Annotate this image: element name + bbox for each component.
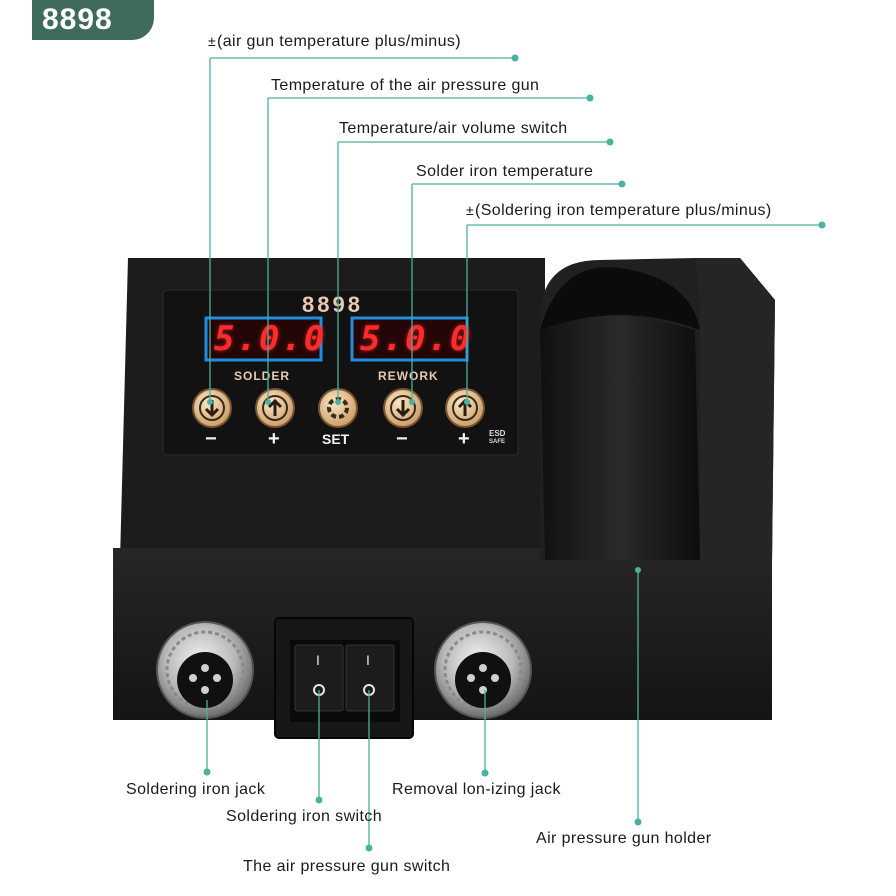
callout-gun-holder: Air pressure gun holder	[536, 830, 712, 847]
esd-safe-mark: ESD SAFE	[489, 430, 505, 446]
soldering-iron-switch[interactable]	[294, 644, 344, 712]
callout-text: (air gun temperature plus/minus)	[217, 33, 462, 50]
gun-holder-opening	[540, 267, 700, 330]
callout-air-gun-temperature: Temperature of the air pressure gun	[271, 77, 540, 94]
arrow-down-icon	[395, 400, 411, 418]
switch-on-mark-right: I	[366, 652, 370, 668]
solder-minus-button[interactable]	[192, 388, 232, 428]
plus-minus-icon: ±	[465, 202, 475, 219]
rework-plus-button[interactable]	[445, 388, 485, 428]
solder-plus-label: +	[268, 428, 280, 450]
callout-removal-jack: Removal lon-izing jack	[392, 781, 561, 798]
solder-display-frame	[204, 316, 323, 362]
arrow-up-icon	[267, 398, 283, 416]
solder-label: SOLDER	[234, 369, 291, 383]
esd-text: ESD	[489, 429, 506, 438]
rework-minus-label: −	[396, 428, 408, 450]
solder-minus-label: −	[205, 428, 217, 450]
soldering-iron-jack[interactable]	[156, 621, 254, 719]
set-label: SET	[322, 431, 350, 447]
solder-plus-button[interactable]	[255, 388, 295, 428]
rework-plus-label: +	[458, 428, 470, 450]
safe-text: SAFE	[489, 439, 506, 445]
product-badge: 8898	[32, 0, 154, 40]
solder-temperature-display: 5.0.0	[214, 319, 327, 359]
callout-temperature-switch: Temperature/air volume switch	[339, 120, 568, 137]
callout-air-gun-switch: The air pressure gun switch	[243, 858, 451, 875]
rework-display-frame	[350, 316, 469, 362]
callout-soldering-iron-jack: Soldering iron jack	[126, 781, 266, 798]
gun-holder-cup	[540, 315, 700, 560]
callout-solder-plus-minus: ±(Soldering iron temperature plus/minus)	[465, 202, 772, 220]
callout-air-gun-plus-minus: ±(air gun temperature plus/minus)	[207, 33, 461, 51]
callout-text: (Soldering iron temperature plus/minus)	[475, 202, 772, 219]
callout-solder-temperature: Solder iron temperature	[416, 163, 594, 180]
air-gun-switch[interactable]	[345, 644, 395, 712]
panel-brand: 8898	[302, 292, 363, 317]
callout-soldering-iron-switch: Soldering iron switch	[226, 808, 383, 825]
plus-minus-icon: ±	[207, 33, 217, 50]
switch-on-mark-left: I	[316, 652, 320, 668]
rework-temperature-display: 5.0.0	[360, 319, 473, 359]
rework-label: REWORK	[378, 369, 439, 383]
holder-side	[695, 258, 775, 565]
removal-ionizing-jack[interactable]	[434, 621, 532, 719]
